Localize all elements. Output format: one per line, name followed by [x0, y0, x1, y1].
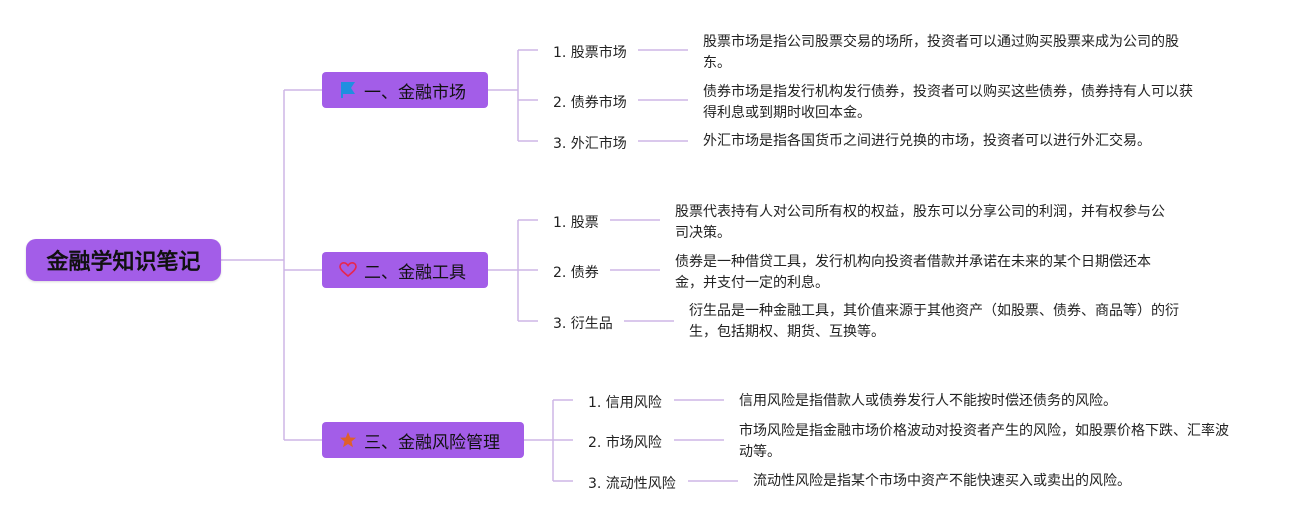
branch-label: 三、金融风险管理	[364, 432, 500, 453]
topic-market-risk[interactable]: 2. 市场风险	[588, 435, 662, 451]
desc-bonds: 债券是一种借贷工具，发行机构向投资者借款并承诺在未来的某个日期偿还本金，并支付一…	[675, 254, 1151, 291]
topic-bonds[interactable]: 2. 债券	[553, 265, 599, 281]
flag-icon	[338, 80, 358, 100]
desc-liquidity-risk: 流动性风险是指某个市场中资产不能快速买入或卖出的风险。	[753, 473, 1131, 489]
branch-node-financial-instruments[interactable]: 二、金融工具	[322, 252, 488, 288]
root-title: 金融学知识笔记	[46, 250, 201, 275]
topic-bond-market[interactable]: 2. 债券市场	[553, 95, 627, 111]
desc-stock-market: 股票市场是指公司股票交易的场所，投资者可以通过购买股票来成为公司的股东。	[703, 34, 1179, 71]
desc-derivatives: 衍生品是一种金融工具，其价值来源于其他资产（如股票、债券、商品等）的衍生，包括期…	[689, 303, 1179, 340]
desc-market-risk: 市场风险是指金融市场价格波动对投资者产生的风险，如股票价格下跌、汇率波动等。	[739, 423, 1229, 460]
desc-stocks: 股票代表持有人对公司所有权的权益，股东可以分享公司的利润，并有权参与公司决策。	[675, 204, 1165, 241]
star-icon	[338, 430, 358, 450]
branch-label: 二、金融工具	[364, 262, 466, 283]
topic-forex-market[interactable]: 3. 外汇市场	[553, 136, 627, 152]
topic-liquidity-risk[interactable]: 3. 流动性风险	[588, 476, 676, 492]
topic-stock-market[interactable]: 1. 股票市场	[553, 45, 627, 61]
topic-derivatives[interactable]: 3. 衍生品	[553, 316, 613, 332]
topic-stocks[interactable]: 1. 股票	[553, 215, 599, 231]
root-node[interactable]: 金融学知识笔记	[26, 239, 221, 281]
desc-credit-risk: 信用风险是指借款人或债券发行人不能按时偿还债务的风险。	[739, 393, 1117, 409]
topic-credit-risk[interactable]: 1. 信用风险	[588, 395, 662, 411]
branch-node-financial-markets[interactable]: 一、金融市场	[322, 72, 488, 108]
desc-bond-market: 债券市场是指发行机构发行债券，投资者可以购买这些债券，债券持有人可以获得利息或到…	[703, 84, 1193, 121]
branch-label: 一、金融市场	[364, 82, 466, 103]
branch-node-risk-management[interactable]: 三、金融风险管理	[322, 422, 524, 458]
desc-forex-market: 外汇市场是指各国货币之间进行兑换的市场，投资者可以进行外汇交易。	[703, 133, 1151, 149]
heart-icon	[338, 260, 358, 280]
